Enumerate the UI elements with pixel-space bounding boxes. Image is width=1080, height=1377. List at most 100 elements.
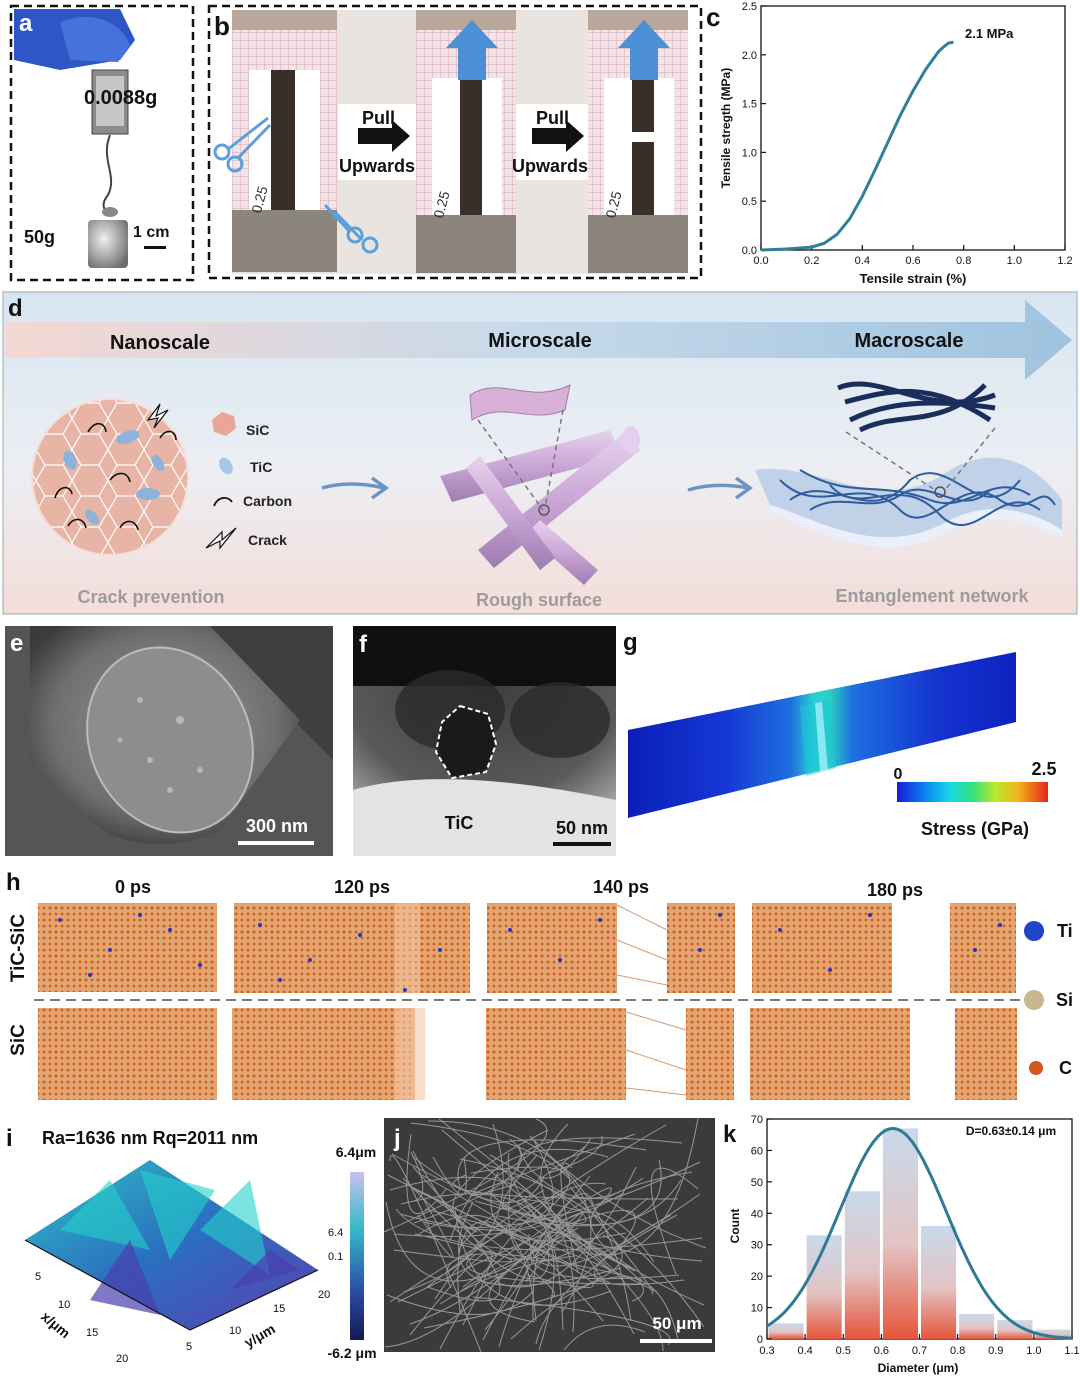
fiber-strand — [540, 1123, 632, 1269]
scale-bar — [553, 842, 611, 846]
fiber-strand — [530, 1238, 680, 1280]
y-tick-label: 0.5 — [742, 196, 757, 208]
x-tick-label: 0.3 — [759, 1345, 774, 1357]
fiber-strand — [402, 1177, 550, 1280]
x-tick-label: 0.2 — [804, 255, 819, 267]
fiber-strand — [497, 1166, 637, 1288]
stress-colorbar — [897, 782, 1048, 802]
legend-carbon: Carbon — [243, 493, 292, 509]
histogram-bar — [997, 1320, 1033, 1339]
time-140: 140 ps — [593, 877, 649, 897]
y-tick-label: 1.0 — [742, 147, 757, 159]
fiber-strand — [457, 1139, 647, 1188]
sample-frame-3: 0.25 — [588, 10, 688, 273]
arrow-right-icon — [532, 120, 584, 152]
x-axis-label: Diameter (μm) — [878, 1361, 959, 1375]
fiber-strand — [532, 1232, 635, 1335]
panel-letter-f: f — [359, 631, 368, 658]
fiber-bundle — [837, 381, 996, 433]
fiber-strand — [446, 1253, 643, 1289]
fiber-strand — [383, 1118, 548, 1233]
fiber-strand — [453, 1174, 679, 1200]
scale-bar — [238, 841, 314, 845]
fiber-strand — [418, 1214, 537, 1322]
y-tick: 10 — [229, 1325, 241, 1337]
scale-bar-label: 50 μm — [652, 1314, 701, 1333]
panel-letter-d: d — [8, 295, 23, 322]
panel-letter-e: e — [10, 630, 23, 657]
fiber-strand — [490, 1171, 627, 1242]
x-axis-label: x/μm — [38, 1308, 73, 1341]
histogram-bar — [806, 1235, 842, 1339]
fiber-strand — [427, 1120, 632, 1322]
y-tick-label: 2.0 — [742, 50, 757, 62]
fiber-strand — [393, 1233, 512, 1263]
fiber-strand — [432, 1156, 467, 1195]
y-tick-label: 50 — [751, 1177, 763, 1189]
x-tick: 15 — [86, 1327, 98, 1339]
upwards-label-2: Upwards — [512, 156, 588, 176]
tic-legend-icon — [219, 457, 233, 475]
pull-label-1: Pull — [362, 108, 395, 128]
histogram-bar — [844, 1191, 880, 1339]
tic-particle-outline — [434, 704, 498, 780]
sic-legend-icon — [212, 412, 236, 436]
legend-crack: Crack — [248, 532, 287, 548]
panel-g-simulation: g 0 2.5 Stress (GPa) — [623, 629, 1057, 839]
x-tick-label: 0.8 — [950, 1345, 965, 1357]
colorbar-min: 0 — [894, 766, 903, 783]
panel-b: 0.25 Pull Upwards 0.25 Pul — [207, 4, 703, 280]
x-tick: 10 — [58, 1299, 70, 1311]
time-0: 0 ps — [115, 877, 151, 897]
fiber-strand — [384, 1175, 591, 1348]
x-tick-label: 1.0 — [1007, 255, 1022, 267]
fit-annotation: D=0.63±0.14 μm — [966, 1124, 1056, 1138]
atom-si: Si — [1056, 990, 1073, 1010]
fiber-strand — [439, 1255, 575, 1305]
panel-c-chart: c 2.1 MPa Tensile strain (%) Tensile str… — [706, 1, 1073, 286]
scale-arrow — [5, 300, 1072, 380]
fiber-strand — [507, 1152, 540, 1222]
y-tick-label: 10 — [751, 1303, 763, 1315]
paper-mark-1: 0.25 — [248, 184, 271, 215]
x-tick-label: 1.1 — [1064, 1345, 1079, 1357]
fiber-strand — [497, 1159, 662, 1227]
x-tick-label: 0.4 — [797, 1345, 812, 1357]
y-tick-label: 0 — [757, 1334, 763, 1346]
fiber-strand — [569, 1186, 654, 1295]
fiber-strand — [389, 1176, 575, 1333]
y-tick-label: 60 — [751, 1145, 763, 1157]
fiber-strand — [470, 1166, 571, 1222]
x-tick-label: 1.2 — [1057, 255, 1072, 267]
fiber-strand — [410, 1122, 592, 1313]
panel-f-tem: f TiC 50 nm — [353, 626, 616, 856]
carbon-legend-icon — [213, 497, 233, 507]
y-tick-label: 1.5 — [742, 99, 757, 111]
fiber-strand — [412, 1166, 501, 1302]
scale-title-nano: Nanoscale — [110, 332, 210, 354]
x-tick-label: 0.6 — [874, 1345, 889, 1357]
mass-label: 0.0088g — [84, 87, 157, 109]
fiber-strand — [549, 1221, 644, 1302]
sample-frame-2: 0.25 — [416, 10, 516, 273]
fiber-strand — [454, 1209, 612, 1306]
fiber-strand — [508, 1175, 649, 1262]
fiber-strand — [425, 1124, 667, 1289]
x-tick-label: 0.4 — [855, 255, 870, 267]
fiber-strand — [458, 1145, 587, 1251]
histogram-bar — [768, 1323, 804, 1339]
arrow-up-icon — [618, 20, 670, 80]
x-tick-label: 0.6 — [905, 255, 920, 267]
fiber-strand — [423, 1234, 623, 1329]
panel-i-surface: i Ra=1636 nm Rq=2011 nm 5 10 15 20 5 10 … — [6, 1125, 377, 1365]
fiber-strand — [488, 1117, 699, 1256]
panel-letter-g: g — [623, 629, 638, 656]
pull-label-2: Pull — [536, 108, 569, 128]
scissors-icon — [213, 116, 272, 173]
upwards-label-1: Upwards — [339, 156, 415, 176]
histogram-bar — [882, 1128, 918, 1339]
z-tick: 0.1 — [328, 1251, 343, 1263]
time-180: 180 ps — [867, 880, 923, 900]
strength-annotation: 2.1 MPa — [965, 26, 1014, 41]
